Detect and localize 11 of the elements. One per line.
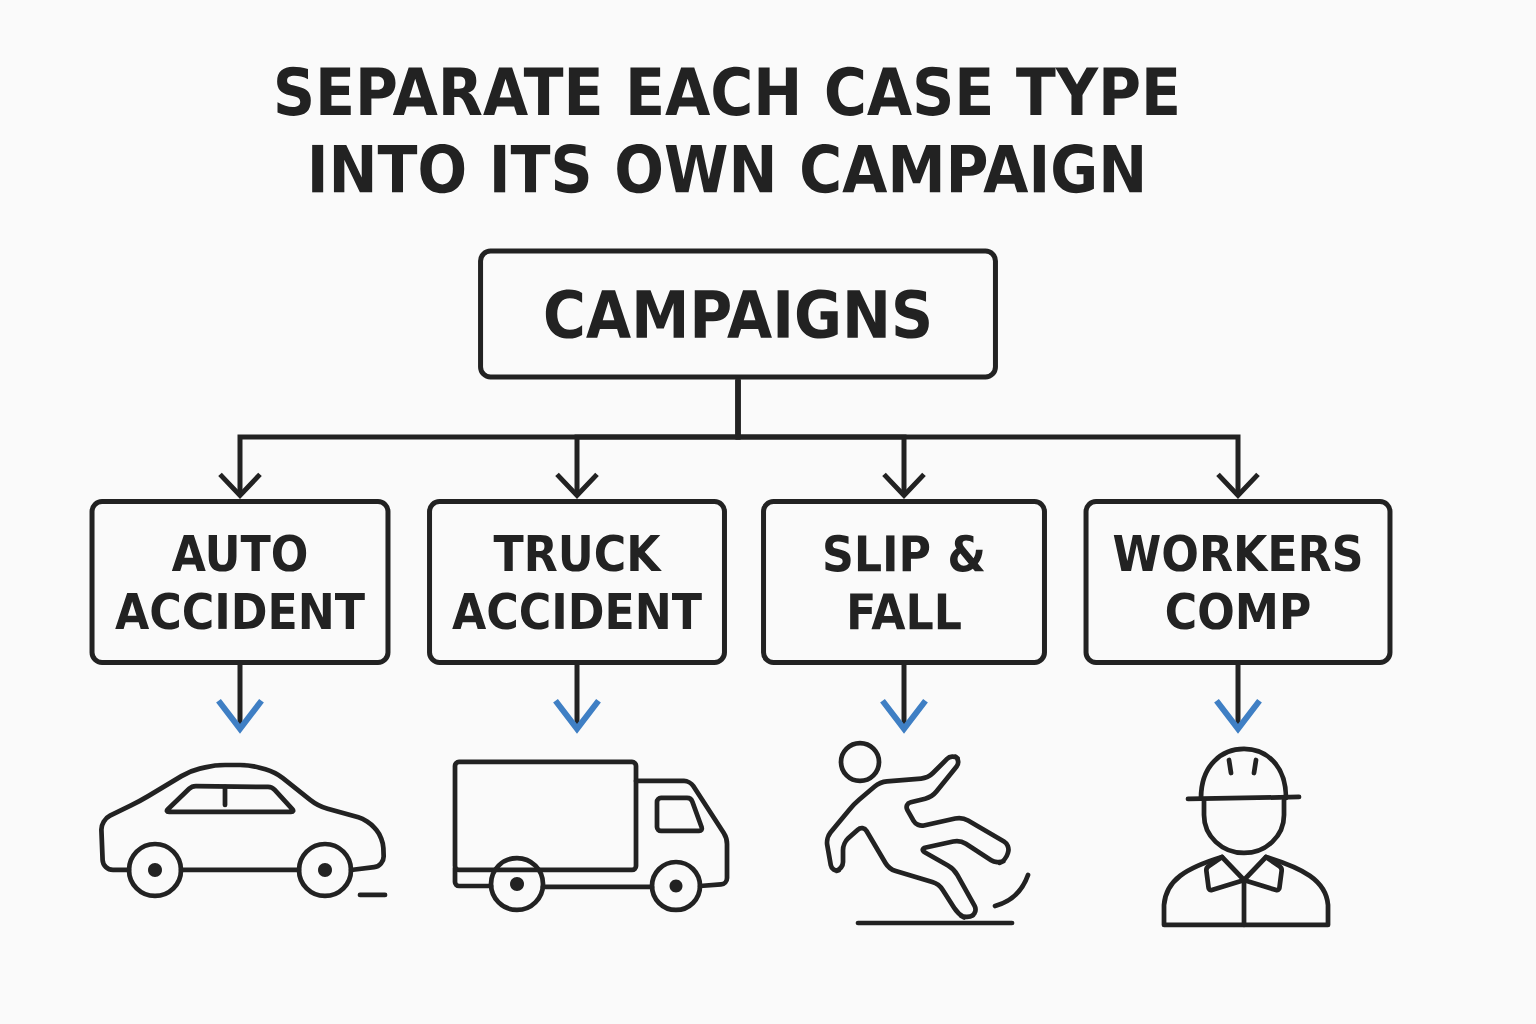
title: SEPARATE EACH CASE TYPE INTO ITS OWN CAMPAIGN [277, 66, 1177, 194]
category-box: AUTO ACCIDENT [89, 499, 391, 665]
category-box: SLIP & FALL [761, 499, 1047, 665]
worker-icon [1161, 746, 1331, 928]
truck-icon [452, 759, 730, 913]
category-box: WORKERS COMP [1083, 499, 1393, 665]
category-box: TRUCK ACCIDENT [427, 499, 727, 665]
arrow [735, 379, 1260, 499]
falling-person-icon [824, 740, 1031, 926]
title-box: CAMPAIGNS [478, 248, 998, 380]
car-icon [99, 762, 388, 899]
